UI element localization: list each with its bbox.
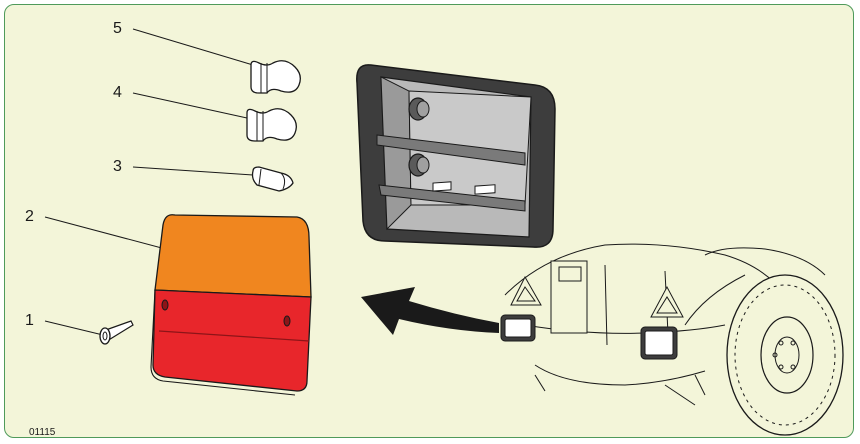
- diagram-frame: 5 4 3 2 1: [4, 4, 854, 438]
- bulb-4-icon: [247, 109, 296, 141]
- direction-arrow-icon: [361, 287, 499, 335]
- housing-icon: [357, 65, 555, 247]
- callout-number-3: 3: [113, 158, 122, 175]
- bulb-3-icon: [253, 167, 294, 191]
- leader-line-5: [133, 29, 253, 65]
- leader-line-2: [45, 217, 173, 251]
- leader-line-3: [133, 167, 253, 175]
- figure-code: 01115: [29, 427, 56, 438]
- lens-icon: [151, 215, 311, 395]
- leader-line-1: [45, 321, 103, 335]
- screw-icon: [100, 321, 133, 344]
- tractor-rear-icon: [501, 244, 843, 435]
- exploded-view-diagram: 5 4 3 2 1: [5, 5, 854, 438]
- leader-line-4: [133, 93, 247, 118]
- callout-number-1: 1: [25, 312, 34, 329]
- callout-number-4: 4: [113, 84, 122, 101]
- bulb-5-icon: [251, 61, 300, 93]
- callout-number-5: 5: [113, 20, 122, 37]
- callout-number-2: 2: [25, 208, 34, 225]
